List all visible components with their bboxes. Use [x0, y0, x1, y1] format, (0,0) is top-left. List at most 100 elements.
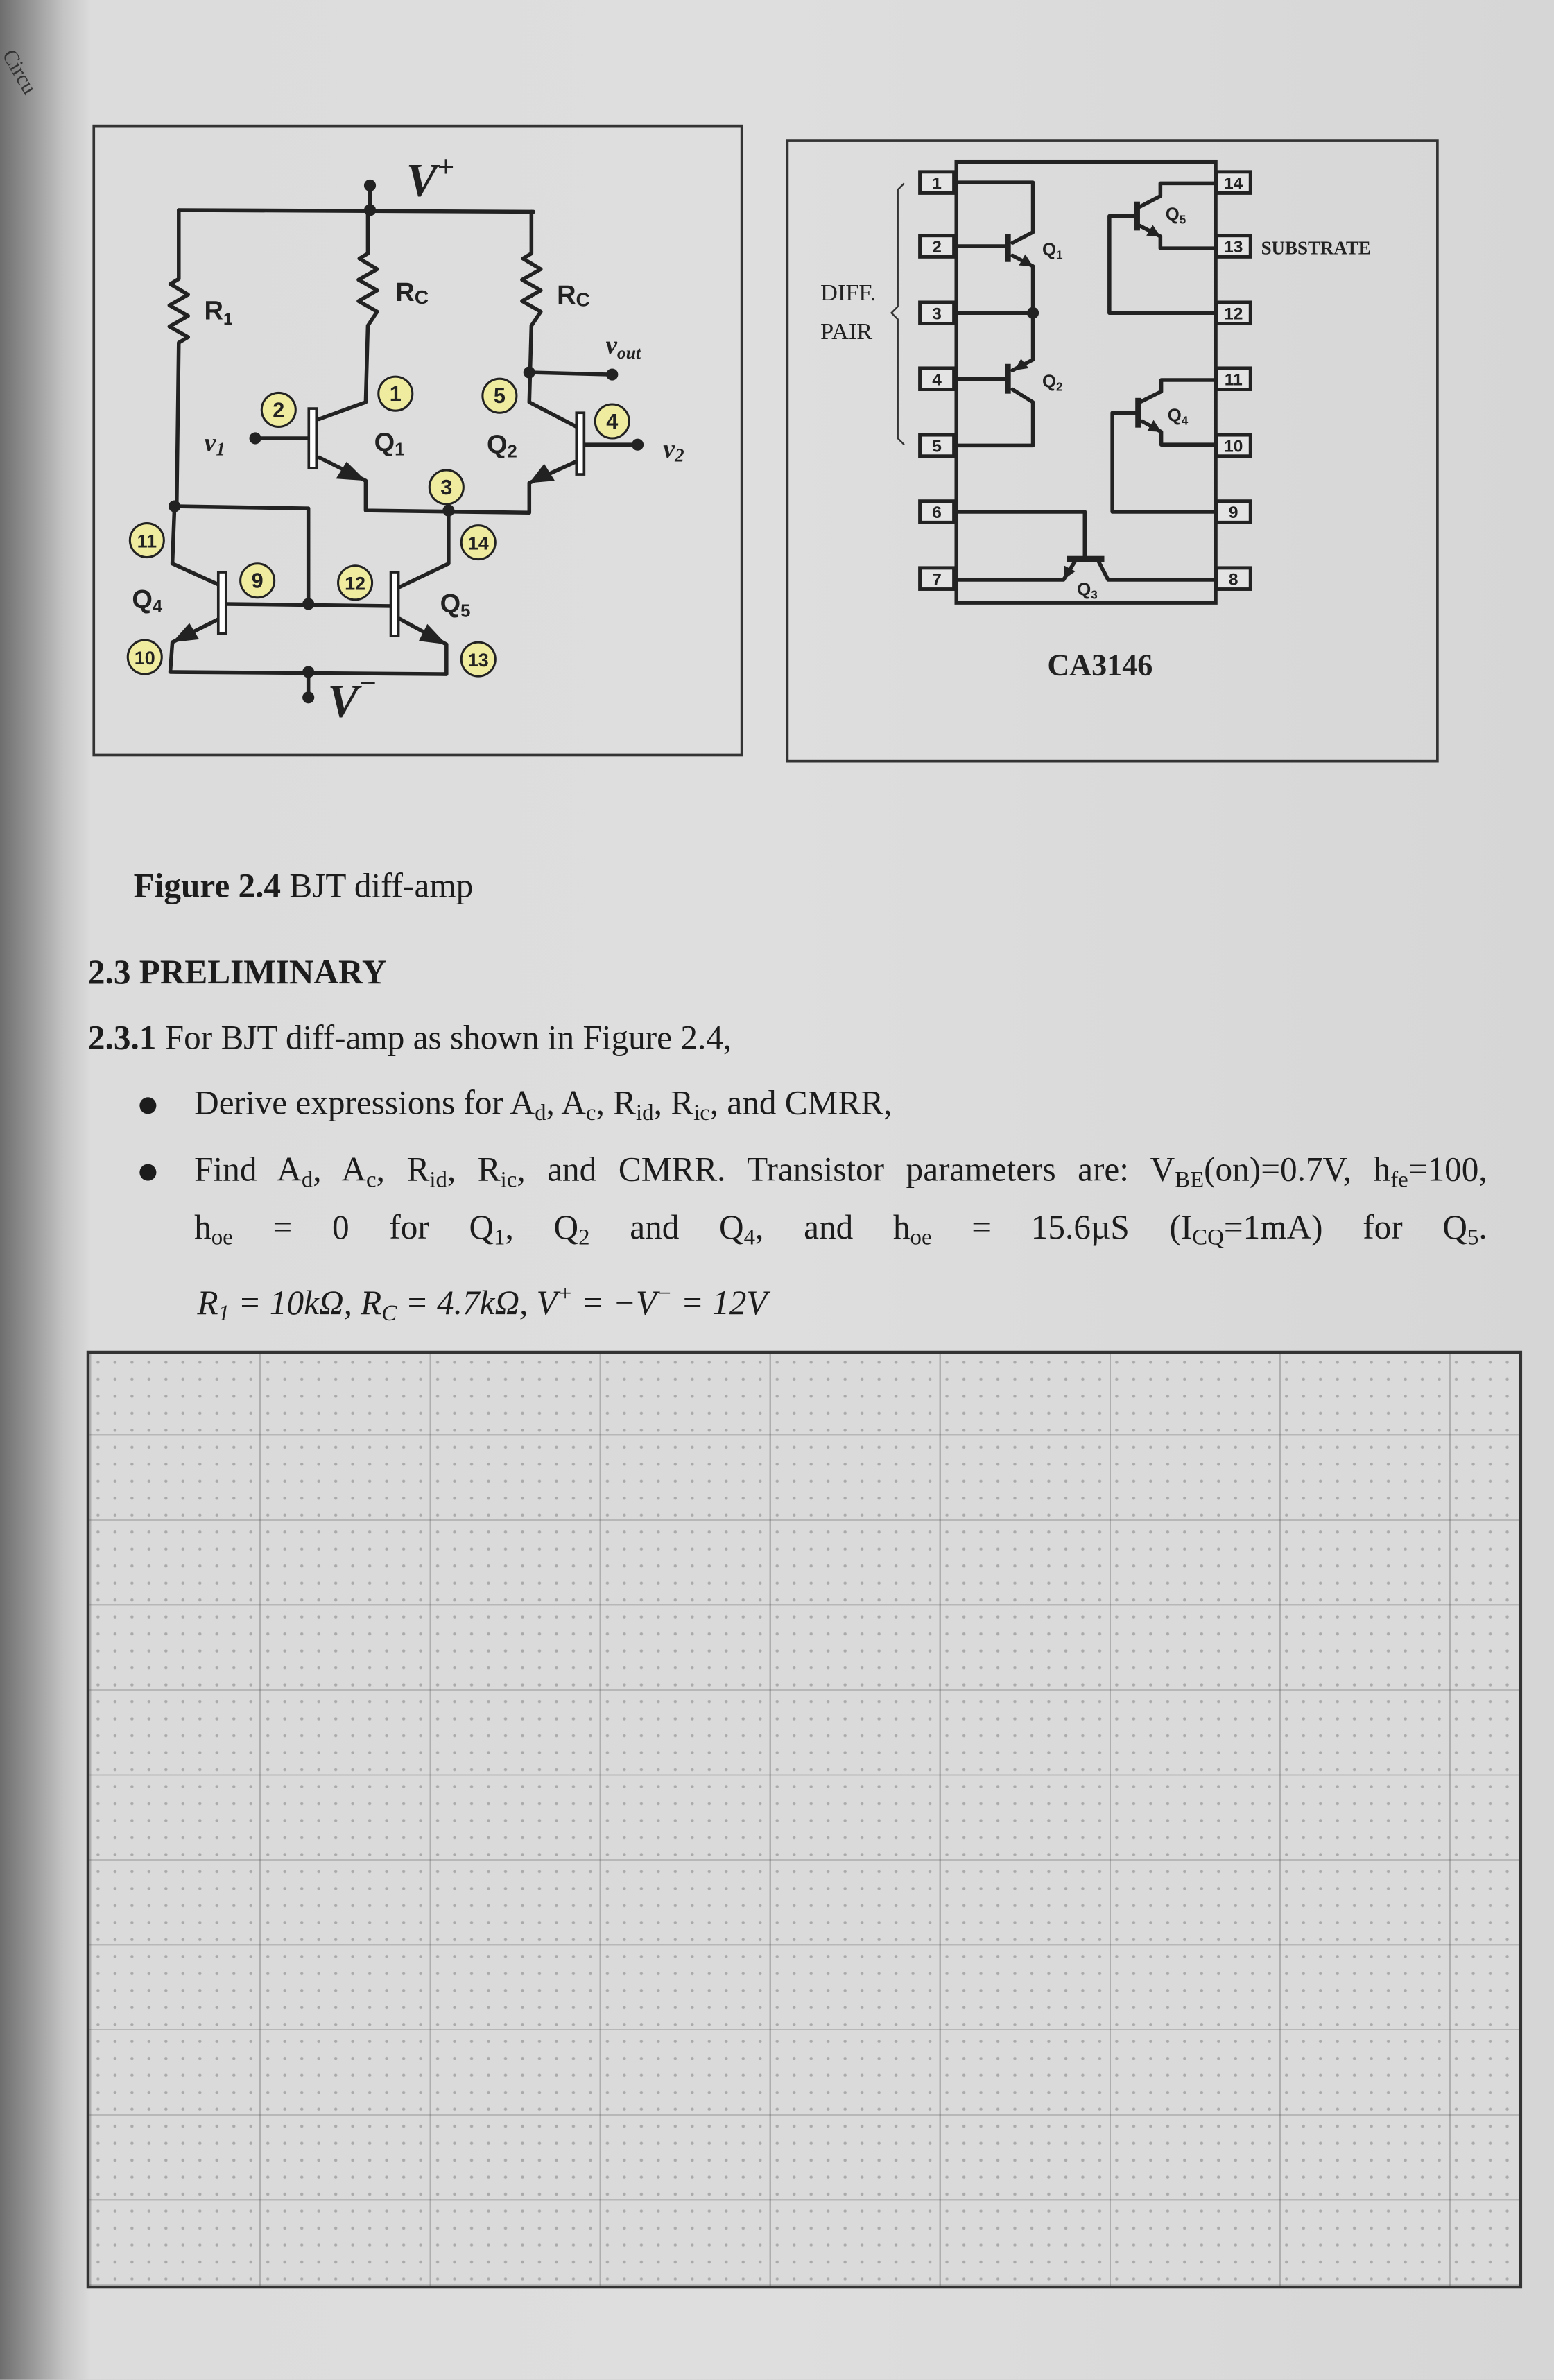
bjt-diff-amp-schematic: V+ V− R1 RC RC vout v1 v2 Q1 Q2 Q4 Q5 12…: [93, 123, 744, 756]
text-run: , R: [653, 1083, 694, 1122]
pin-number: 8: [1229, 569, 1239, 588]
margin-text: Circu: [0, 46, 40, 99]
pin-number: 10: [1225, 437, 1243, 456]
node-number: 12: [345, 573, 366, 594]
text-run: = 15.6µS (I: [931, 1208, 1193, 1246]
label-q4: Q4: [1168, 405, 1189, 426]
text-run: , A: [546, 1083, 586, 1122]
chip-name: CA3146: [1048, 647, 1153, 681]
chip-pin: 8: [1215, 565, 1253, 590]
subscript: 2: [578, 1226, 590, 1251]
label-rc-left: RC: [396, 277, 429, 307]
subscript: fe: [1390, 1169, 1408, 1193]
node-marker: 9: [239, 562, 277, 598]
chip-pin: 12: [1215, 300, 1253, 325]
node-number: 13: [469, 649, 490, 670]
chip-pin: 4: [918, 365, 956, 390]
text-run: , A: [313, 1150, 367, 1189]
label-diff: DIFF.: [821, 279, 877, 305]
section-heading: 2.3 PRELIMINARY: [87, 953, 387, 992]
node-number: 2: [273, 397, 285, 421]
chip-pin: 11: [1215, 365, 1253, 390]
chip-pin: 6: [918, 499, 956, 524]
text-run: = −V: [572, 1284, 657, 1322]
caption-label: Figure 2.4: [133, 866, 282, 905]
subscript: id: [636, 1101, 654, 1126]
pin-number: 2: [933, 237, 942, 256]
text-run: .: [1478, 1208, 1487, 1246]
question-body: For BJT diff-amp as shown in Figure 2.4,: [156, 1018, 732, 1057]
subscript: 1: [218, 1302, 230, 1327]
question-number: 2.3.1: [87, 1018, 157, 1057]
node-marker: 13: [460, 640, 497, 677]
pin-number: 13: [1225, 237, 1243, 256]
subscript: d: [301, 1169, 313, 1193]
node-number: 1: [390, 381, 402, 405]
node-marker: 4: [594, 402, 631, 439]
label-vout: vout: [606, 329, 641, 361]
bullet-find-line3: R1 = 10kΩ, RC = 4.7kΩ, V+ = −V− = 12V: [198, 1282, 768, 1325]
figure-frame: [93, 123, 744, 756]
graph-paper-answer-area: [86, 1350, 1523, 2289]
text-run: , and h: [755, 1208, 910, 1246]
bullet-find-line1: Find Ad, Ac, Rid, Ric, and CMRR. Transis…: [194, 1150, 1487, 1193]
text-run: , R: [596, 1083, 637, 1122]
node-number: 3: [441, 475, 453, 499]
chip-pin: 14: [1215, 169, 1253, 194]
text-run: , Q: [505, 1208, 579, 1246]
bullet-dot: [139, 1097, 157, 1114]
figure-caption: Figure 2.4 BJT diff-amp: [134, 867, 474, 906]
text-run: = 12V: [672, 1284, 768, 1322]
superscript: +: [557, 1282, 573, 1307]
subscript: c: [366, 1169, 377, 1193]
subscript: CQ: [1192, 1226, 1224, 1251]
node-marker: 2: [261, 390, 297, 427]
text-run: Derive expressions for A: [194, 1083, 535, 1122]
text-run: =100,: [1408, 1150, 1487, 1189]
chip-pin: 1: [918, 169, 956, 194]
bullet-dot: [139, 1164, 157, 1181]
text-run: , R: [447, 1150, 501, 1189]
text-run: , and CMRR. Transistor parameters are: V: [517, 1150, 1175, 1189]
text-run: h: [194, 1208, 211, 1246]
chip-pin: 9: [1215, 499, 1253, 524]
label-q5: Q5: [1166, 205, 1186, 226]
chip-pin: 10: [1215, 432, 1253, 458]
pin-number: 5: [933, 437, 942, 456]
label-q2: Q2: [1043, 371, 1064, 393]
subscript: ic: [500, 1169, 517, 1193]
label-q5: Q5: [440, 589, 471, 620]
subscript: ic: [693, 1101, 710, 1126]
subscript: c: [585, 1101, 596, 1126]
text-run: Find A: [194, 1150, 302, 1189]
chip-pin: 5: [918, 432, 956, 458]
node-marker: 10: [127, 638, 164, 675]
pin-number: 3: [933, 304, 942, 322]
superscript: −: [657, 1282, 673, 1307]
node-number: 14: [469, 532, 490, 553]
label-v2: v2: [664, 433, 684, 465]
bullet-derive: Derive expressions for Ad, Ac, Rid, Ric,…: [194, 1083, 892, 1126]
question-text: 2.3.1 For BJT diff-amp as shown in Figur…: [88, 1018, 732, 1058]
label-v1: v1: [205, 427, 225, 458]
label-v-minus: V−: [328, 667, 377, 727]
pin-number: 12: [1225, 304, 1243, 322]
label-r1: R1: [205, 295, 233, 327]
subscript: C: [381, 1302, 397, 1327]
subscript: oe: [211, 1226, 233, 1251]
node-number: 5: [494, 383, 506, 407]
label-q2: Q2: [487, 429, 518, 460]
chip-transistor-bars: [1005, 200, 1162, 579]
node-number: 9: [252, 569, 264, 592]
label-rc-right: RC: [558, 280, 591, 310]
label-v-plus: V+: [406, 150, 454, 206]
chip-pin: 13: [1215, 233, 1253, 258]
subscript: 5: [1467, 1226, 1479, 1251]
node-number: 11: [137, 530, 157, 551]
text-run: =1mA) for Q: [1223, 1208, 1468, 1246]
node-marker: 3: [429, 468, 465, 505]
